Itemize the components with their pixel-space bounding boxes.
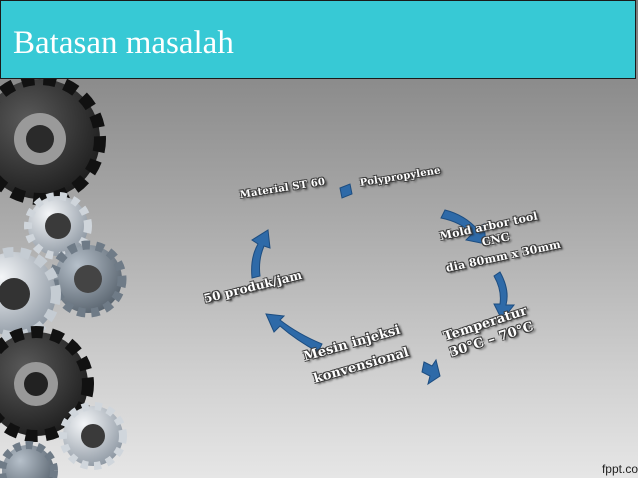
gear-mid-bottom — [0, 441, 58, 478]
arrow-right — [493, 271, 516, 321]
arrow-lower — [421, 358, 441, 386]
arrow-upper-right — [440, 209, 487, 245]
slide-title: Batasan masalah — [13, 25, 234, 61]
decorative-gears — [0, 79, 127, 478]
gear-dark-top — [0, 79, 106, 205]
gear-mid-middle — [49, 240, 127, 318]
watermark: fppt.co — [601, 462, 638, 476]
gear-light-left — [0, 247, 61, 341]
arrow-left-bottom — [265, 313, 323, 353]
gear-light-upper — [24, 192, 92, 260]
arrow-left-top — [251, 229, 271, 279]
gear-light-bottom — [59, 402, 127, 470]
arrow-top — [339, 183, 353, 199]
gear-dark-lower — [0, 326, 94, 442]
title-bar: Batasan masalah — [0, 0, 636, 79]
